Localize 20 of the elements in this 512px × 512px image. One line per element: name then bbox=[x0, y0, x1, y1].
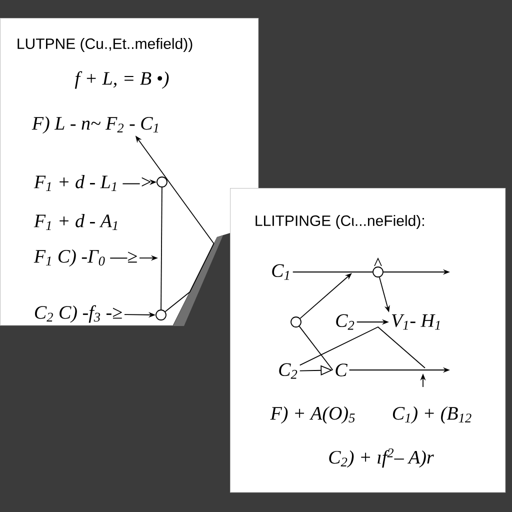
connector-line bbox=[299, 326, 426, 368]
formula: C$_{2}$ bbox=[336, 314, 354, 330]
formula: C$_{1}$ bbox=[272, 264, 289, 280]
formula: F) + A(O)$_{5}$ bbox=[270, 406, 355, 424]
formula: F$_{1}$ + d - L$_{1}$ —> bbox=[34, 175, 151, 191]
formula: F) L - n~ F$_{2}$ - C$_{1}$ bbox=[32, 116, 158, 134]
formula: C$_{2}$ bbox=[279, 363, 298, 379]
formula: C$_{1}$) + (B$_{12}$ bbox=[392, 406, 472, 424]
arrow bbox=[300, 273, 352, 319]
connector-line bbox=[298, 326, 334, 370]
formula: F$_{1}$ + d - A$_{1}$ bbox=[34, 214, 118, 230]
panel-title: LLITPINGE (Cι...neField): bbox=[256, 215, 424, 229]
formula: C$_{2}$ C) -f$_{3}$ -≥ bbox=[35, 305, 122, 323]
formula: F$_{1}$ C) -Γ$_{0}$ —≥ bbox=[34, 249, 137, 267]
formula: C$_{2}$) + ıf$^{2}$– A)r bbox=[329, 448, 434, 468]
formula: C bbox=[336, 364, 348, 376]
formula: V$_{1}$- H$_{1}$ bbox=[392, 314, 440, 330]
panel-title: LUTPNE (Cu.,Et..mefield)) bbox=[18, 38, 192, 52]
formula: f + L, = B •) bbox=[74, 71, 169, 89]
connector-line bbox=[160, 187, 162, 310]
